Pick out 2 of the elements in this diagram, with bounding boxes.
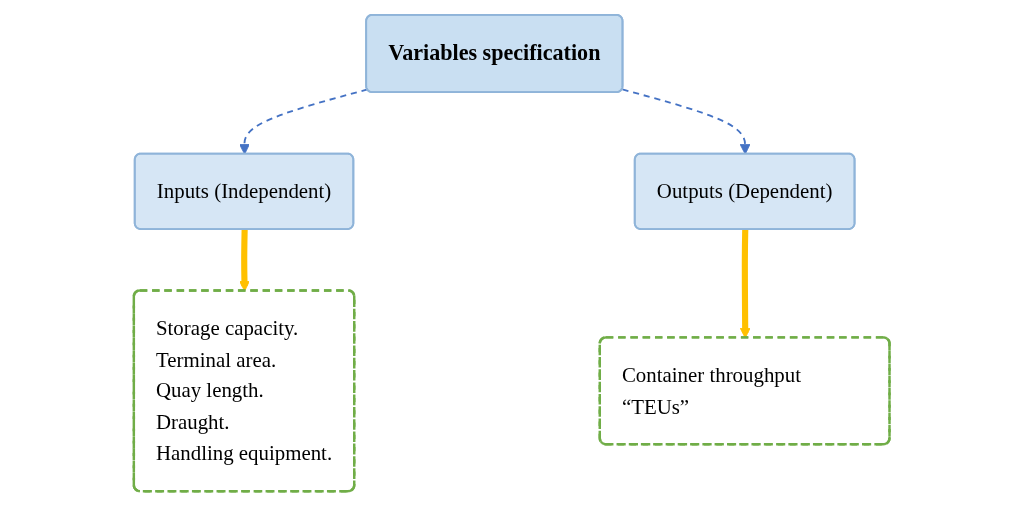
arrow — [238, 88, 369, 155]
arrow — [621, 88, 751, 155]
